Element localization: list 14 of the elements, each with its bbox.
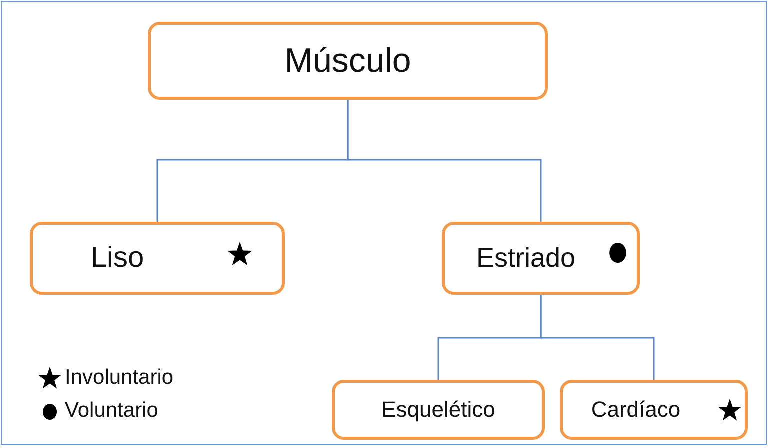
category-box: [560, 380, 748, 440]
node-label: Liso: [90, 242, 144, 275]
node-label: Estriado: [476, 243, 576, 274]
category-box: [442, 222, 640, 295]
node-label: Esquelético: [382, 397, 496, 423]
legend-label: Involuntario: [65, 366, 174, 390]
category-box: [30, 222, 285, 295]
connector-line: [540, 295, 655, 380]
node-label: Cardíaco: [591, 397, 681, 423]
category-box: [148, 22, 548, 100]
node-label: Músculo: [284, 42, 412, 80]
connector-line: [347, 100, 542, 222]
legend-label: Voluntario: [65, 399, 158, 423]
category-box: [332, 380, 545, 440]
